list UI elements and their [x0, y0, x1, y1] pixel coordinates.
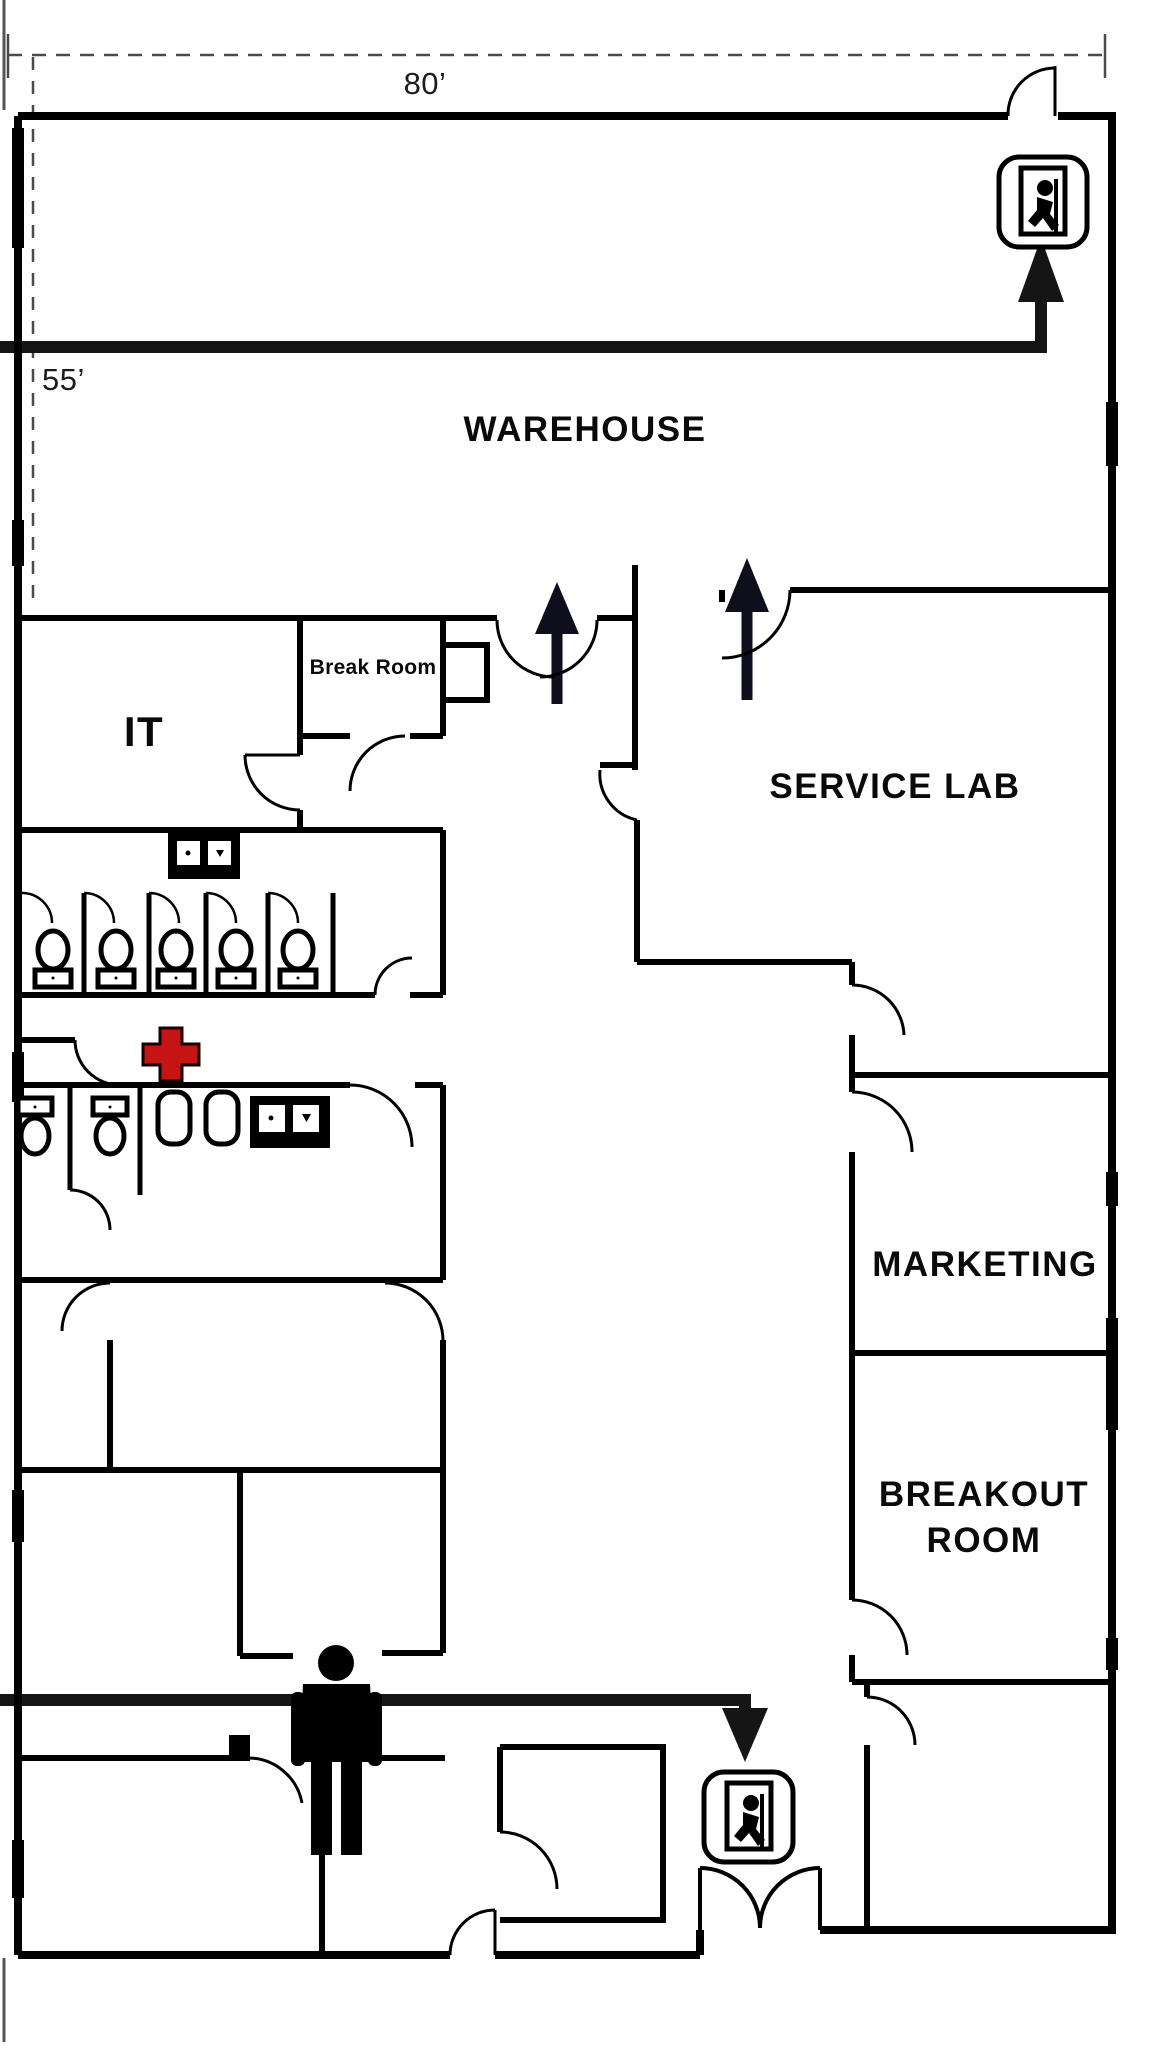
exit-sign-top-right-icon [996, 154, 1090, 250]
exit-sign-bottom-icon [701, 1769, 796, 1865]
office-door-left [60, 1281, 111, 1332]
service-lab-door [721, 589, 792, 660]
toilets-row-2 [15, 1089, 241, 1157]
up-arrow-service-lab-door [725, 558, 769, 700]
restroom-1-stall-partitions [81, 893, 336, 993]
hallway-door [73, 1039, 121, 1087]
exterior-walls [14, 112, 1116, 1959]
it-door [243, 753, 301, 812]
breakout-room-door [851, 1598, 909, 1656]
lower-office-walls [18, 1755, 445, 1955]
restroom-fixtures [15, 833, 330, 1157]
first-aid-cross-icon [141, 1026, 201, 1083]
restroom-1-door [373, 956, 413, 996]
restroom-2-door [349, 1083, 414, 1148]
corridor-direction-arrows [535, 558, 769, 704]
it-label: IT [124, 708, 164, 755]
corridor-door-upper [851, 983, 906, 1036]
breakout-room-label-line1: BREAKOUT [879, 1475, 1089, 1514]
breakout-room-walls [849, 1353, 1112, 1685]
break-room-closet [443, 642, 490, 703]
marketing-door [851, 1090, 914, 1153]
it-room-walls [18, 618, 443, 833]
restroom-2-stall-door [69, 1188, 112, 1231]
bottom-right-room-door [866, 1695, 917, 1746]
warehouse-exit-door [1006, 66, 1057, 117]
service-lab-label: SERVICE LAB [769, 767, 1020, 806]
sink-counter-2 [250, 1096, 330, 1148]
lower-office-door [246, 1756, 304, 1804]
right-wall [820, 112, 1116, 1934]
left-height-dimension-label: 55’ [42, 362, 85, 397]
wall-window-markers [12, 128, 1118, 1898]
door-jamb [229, 1735, 250, 1761]
bottom-middle-room-walls [497, 1744, 666, 1923]
room-labels: WAREHOUSE IT Break Room SERVICE LAB MARK… [124, 410, 1097, 1560]
stall-doors [21, 891, 300, 924]
evacuation-routes [0, 238, 1064, 1762]
lobby-south-door [598, 769, 638, 822]
restroom-2-stall-partitions [67, 1085, 143, 1195]
marketing-walls [849, 962, 1112, 1353]
route-to-warehouse-exit [0, 300, 1047, 353]
bottom-exterior-door [448, 1908, 497, 1956]
door-swings [21, 66, 1057, 1956]
dimension-lines: 80’ 55’ [6, 34, 1107, 601]
route-up-arrowhead [1018, 238, 1064, 302]
toilets-row-1 [32, 928, 319, 990]
office-door-right [384, 1281, 445, 1342]
lobby-double-door [495, 619, 599, 679]
warehouse-label: WAREHOUSE [464, 410, 707, 449]
bottom-middle-room-door [499, 1830, 559, 1890]
office-block-walls [18, 1340, 446, 1659]
restroom-1-walls [18, 830, 446, 998]
lobby-service-lab-wall [600, 565, 852, 965]
person-icon [291, 1645, 382, 1855]
up-arrow-center-corridor [535, 582, 579, 704]
route-down-arrowhead [722, 1708, 768, 1762]
break-room-door [348, 734, 406, 792]
marketing-label: MARKETING [872, 1245, 1097, 1284]
restroom-2-walls [18, 1082, 446, 1280]
break-room-label: Break Room [310, 656, 437, 679]
top-width-dimension-label: 80’ [404, 66, 447, 101]
bottom-double-exit-door [698, 1866, 822, 1930]
service-lab-top-wall [719, 587, 1112, 602]
breakout-room-label-line2: ROOM [927, 1521, 1042, 1560]
break-room-walls [300, 618, 446, 739]
sink-counter-1 [168, 833, 240, 879]
bottom-wall [18, 1930, 704, 1959]
